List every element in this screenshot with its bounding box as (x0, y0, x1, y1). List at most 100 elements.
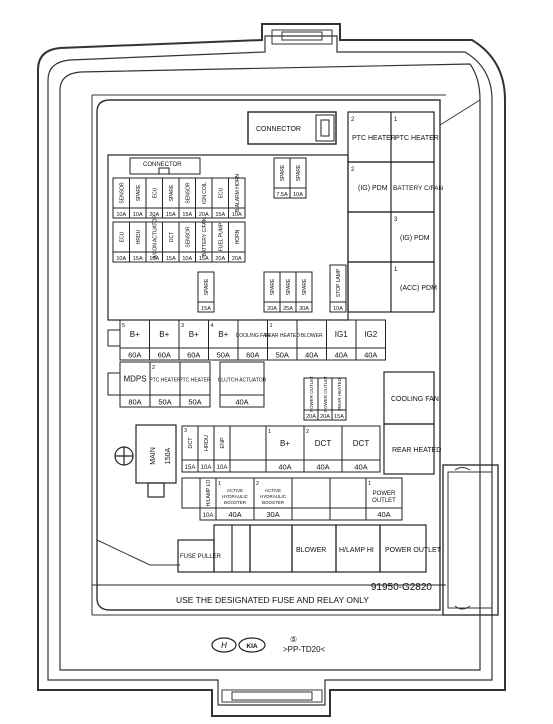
spare-top-name: SPARE (296, 164, 302, 181)
relay-num-acc: 1 (394, 267, 398, 273)
power-outlet-amp: 40A (377, 510, 390, 519)
bplus-row-amp: 60A (158, 351, 171, 360)
main-fuse (114, 424, 177, 498)
clutch-row-amp-cell (219, 394, 265, 408)
bplus-row-num: 3 (181, 323, 184, 329)
bplus-row-amp: 40A (364, 351, 377, 360)
top-fuse-name: SPARE (169, 184, 175, 201)
designation-note: USE THE DESIGNATED FUSE AND RELAY ONLY (176, 595, 369, 605)
kia-logo: KIA (238, 637, 266, 653)
bplus-row-label: B+ (218, 330, 228, 339)
top-fuse-amp: 20A (149, 212, 159, 218)
hlamp-booster-label: HYDRAULIC (222, 494, 249, 499)
mid-fuse-amp: 10A (116, 256, 126, 262)
mid-fuse-amp: 10A (149, 256, 159, 262)
bplus-row-amp: 60A (187, 351, 200, 360)
relay-ptc-heater-right: PTC HEATER (395, 135, 439, 142)
mid-fuse-name: ECU (119, 231, 125, 242)
top-fuse-name: B/ALARM HORN (235, 174, 241, 212)
hlamp-blank2-slot (329, 477, 367, 509)
hlamp-booster-label: HYDRAULIC (260, 494, 287, 499)
spare-top-amp: 10A (293, 192, 303, 198)
top-fuse-name: SENSOR (185, 182, 191, 204)
main-fuse-amp: 150A (165, 448, 172, 465)
connector-small (129, 157, 201, 175)
right-relays (383, 371, 435, 475)
hyundai-logo-text: H (221, 641, 227, 650)
top-fuse-amp: 15A (182, 212, 192, 218)
dct-vertical-name: DCT (188, 437, 194, 449)
top-fuse-amp-cell (228, 207, 246, 219)
relay-num-ign: 2 (351, 167, 355, 173)
mdps-row-amp: 50A (188, 398, 201, 407)
mid-fuse-amp: 20A (232, 256, 242, 262)
bplus-row-label: B+ (159, 330, 169, 339)
hlamp-booster-label: ACTIVE (265, 488, 281, 493)
dct-row-amp: 40A (278, 463, 291, 472)
mid-fuse-name: HORN (235, 229, 241, 244)
mdps-row-amp: 80A (128, 398, 141, 407)
top-fuse-amp: 10A (133, 212, 143, 218)
spare-group-amp-cell (295, 301, 313, 313)
power-outlet-label: OUTLET (372, 498, 396, 504)
top-fuse-name: SENSOR (119, 182, 125, 204)
part-number: 91950-G2820 (371, 582, 433, 593)
mid-fuse-name: FUEL PUMP (218, 222, 224, 251)
top-fuse-name: ECU (218, 187, 224, 198)
bplus-row-label: COOLING FAN (236, 333, 271, 339)
relay-num-ig2: 3 (394, 217, 398, 223)
hlamp-booster-label: BOOSTER (224, 500, 247, 505)
relay-blower: BLOWER (296, 547, 326, 554)
hlamp-lo-label: H/LAMP LO (206, 480, 212, 507)
bplus-row-amp: 60A (246, 351, 259, 360)
bplus-row-amp: 50A (276, 351, 289, 360)
bplus-row-num: 4 (211, 323, 214, 329)
dct-vertical-amp: 15A (185, 465, 196, 471)
top-fuse-amp: 10A (232, 212, 242, 218)
hlamp-booster-num: 1 (218, 481, 221, 487)
mid-fuse-name: BATTERY C/FAN (202, 217, 208, 256)
mdps-row-amp: 50A (158, 398, 171, 407)
relay-acc-pdm: (ACC) PDM (400, 285, 437, 292)
relay-power-outlet: POWER OUTLET (385, 547, 442, 554)
dct-vertical-amp: 10A (201, 465, 212, 471)
relay-column (347, 111, 435, 313)
bplus-row-num: 5 (122, 323, 125, 329)
bplus-row-num: 1 (270, 323, 273, 329)
relay-ig2-pdm: (IG) PDM (400, 235, 430, 242)
hlamp-lo-amp: 10A (203, 513, 214, 519)
dct-vertical-num: 3 (184, 428, 187, 434)
clutch-row-label: CLUTCH ACTUATOR (218, 378, 267, 384)
stop-lamp-amp-cell (329, 301, 347, 313)
mid-fuse-name: HRDU (136, 229, 142, 244)
mid-fuse-amp-cell (228, 251, 246, 263)
mid-fuse-name: A/CON ACTUATOR (152, 215, 158, 259)
dct-vertical-name: HRDU (204, 435, 210, 451)
spare-group-name: SPARE (302, 278, 308, 295)
mid-fuse-name: SENSOR (185, 226, 191, 248)
top-fuse-amp: 10A (116, 212, 126, 218)
power-outlet-num: 1 (368, 481, 371, 487)
hyundai-logo: H (211, 637, 237, 653)
stop-lamp-name: STOP LAMP (336, 268, 342, 297)
connector-small-label: CONNECTOR (143, 162, 182, 168)
mid-fuse-amp: 15A (133, 256, 143, 262)
bplus-row-amp: 40A (305, 351, 318, 360)
dct-vertical-name: ENP (220, 437, 226, 449)
mdps-row-label: MDPS (123, 375, 146, 384)
bplus-row-amp-cell (355, 347, 386, 361)
bplus-row-amp: 40A (335, 351, 348, 360)
hlamp-booster-amp: 30A (266, 510, 279, 519)
dct-row-amp: 40A (316, 463, 329, 472)
bplus-row-label: BLOWER (301, 333, 323, 339)
clutch-row-amp: 40A (235, 398, 248, 407)
mdps-row-amp-cell (179, 394, 211, 408)
bplus-row-amp: 50A (217, 351, 230, 360)
mdps-small-name: REAR HEATED (337, 377, 342, 409)
bplus-row-label: IG1 (335, 330, 348, 339)
mdps-small-amp-cell (331, 409, 347, 421)
dct-row-amp-cell (341, 459, 381, 473)
hlamp-booster-label: ACTIVE (227, 488, 243, 493)
mid-fuse-amp: 10A (182, 256, 192, 262)
mid-fuse-amp: 20A (215, 256, 225, 262)
